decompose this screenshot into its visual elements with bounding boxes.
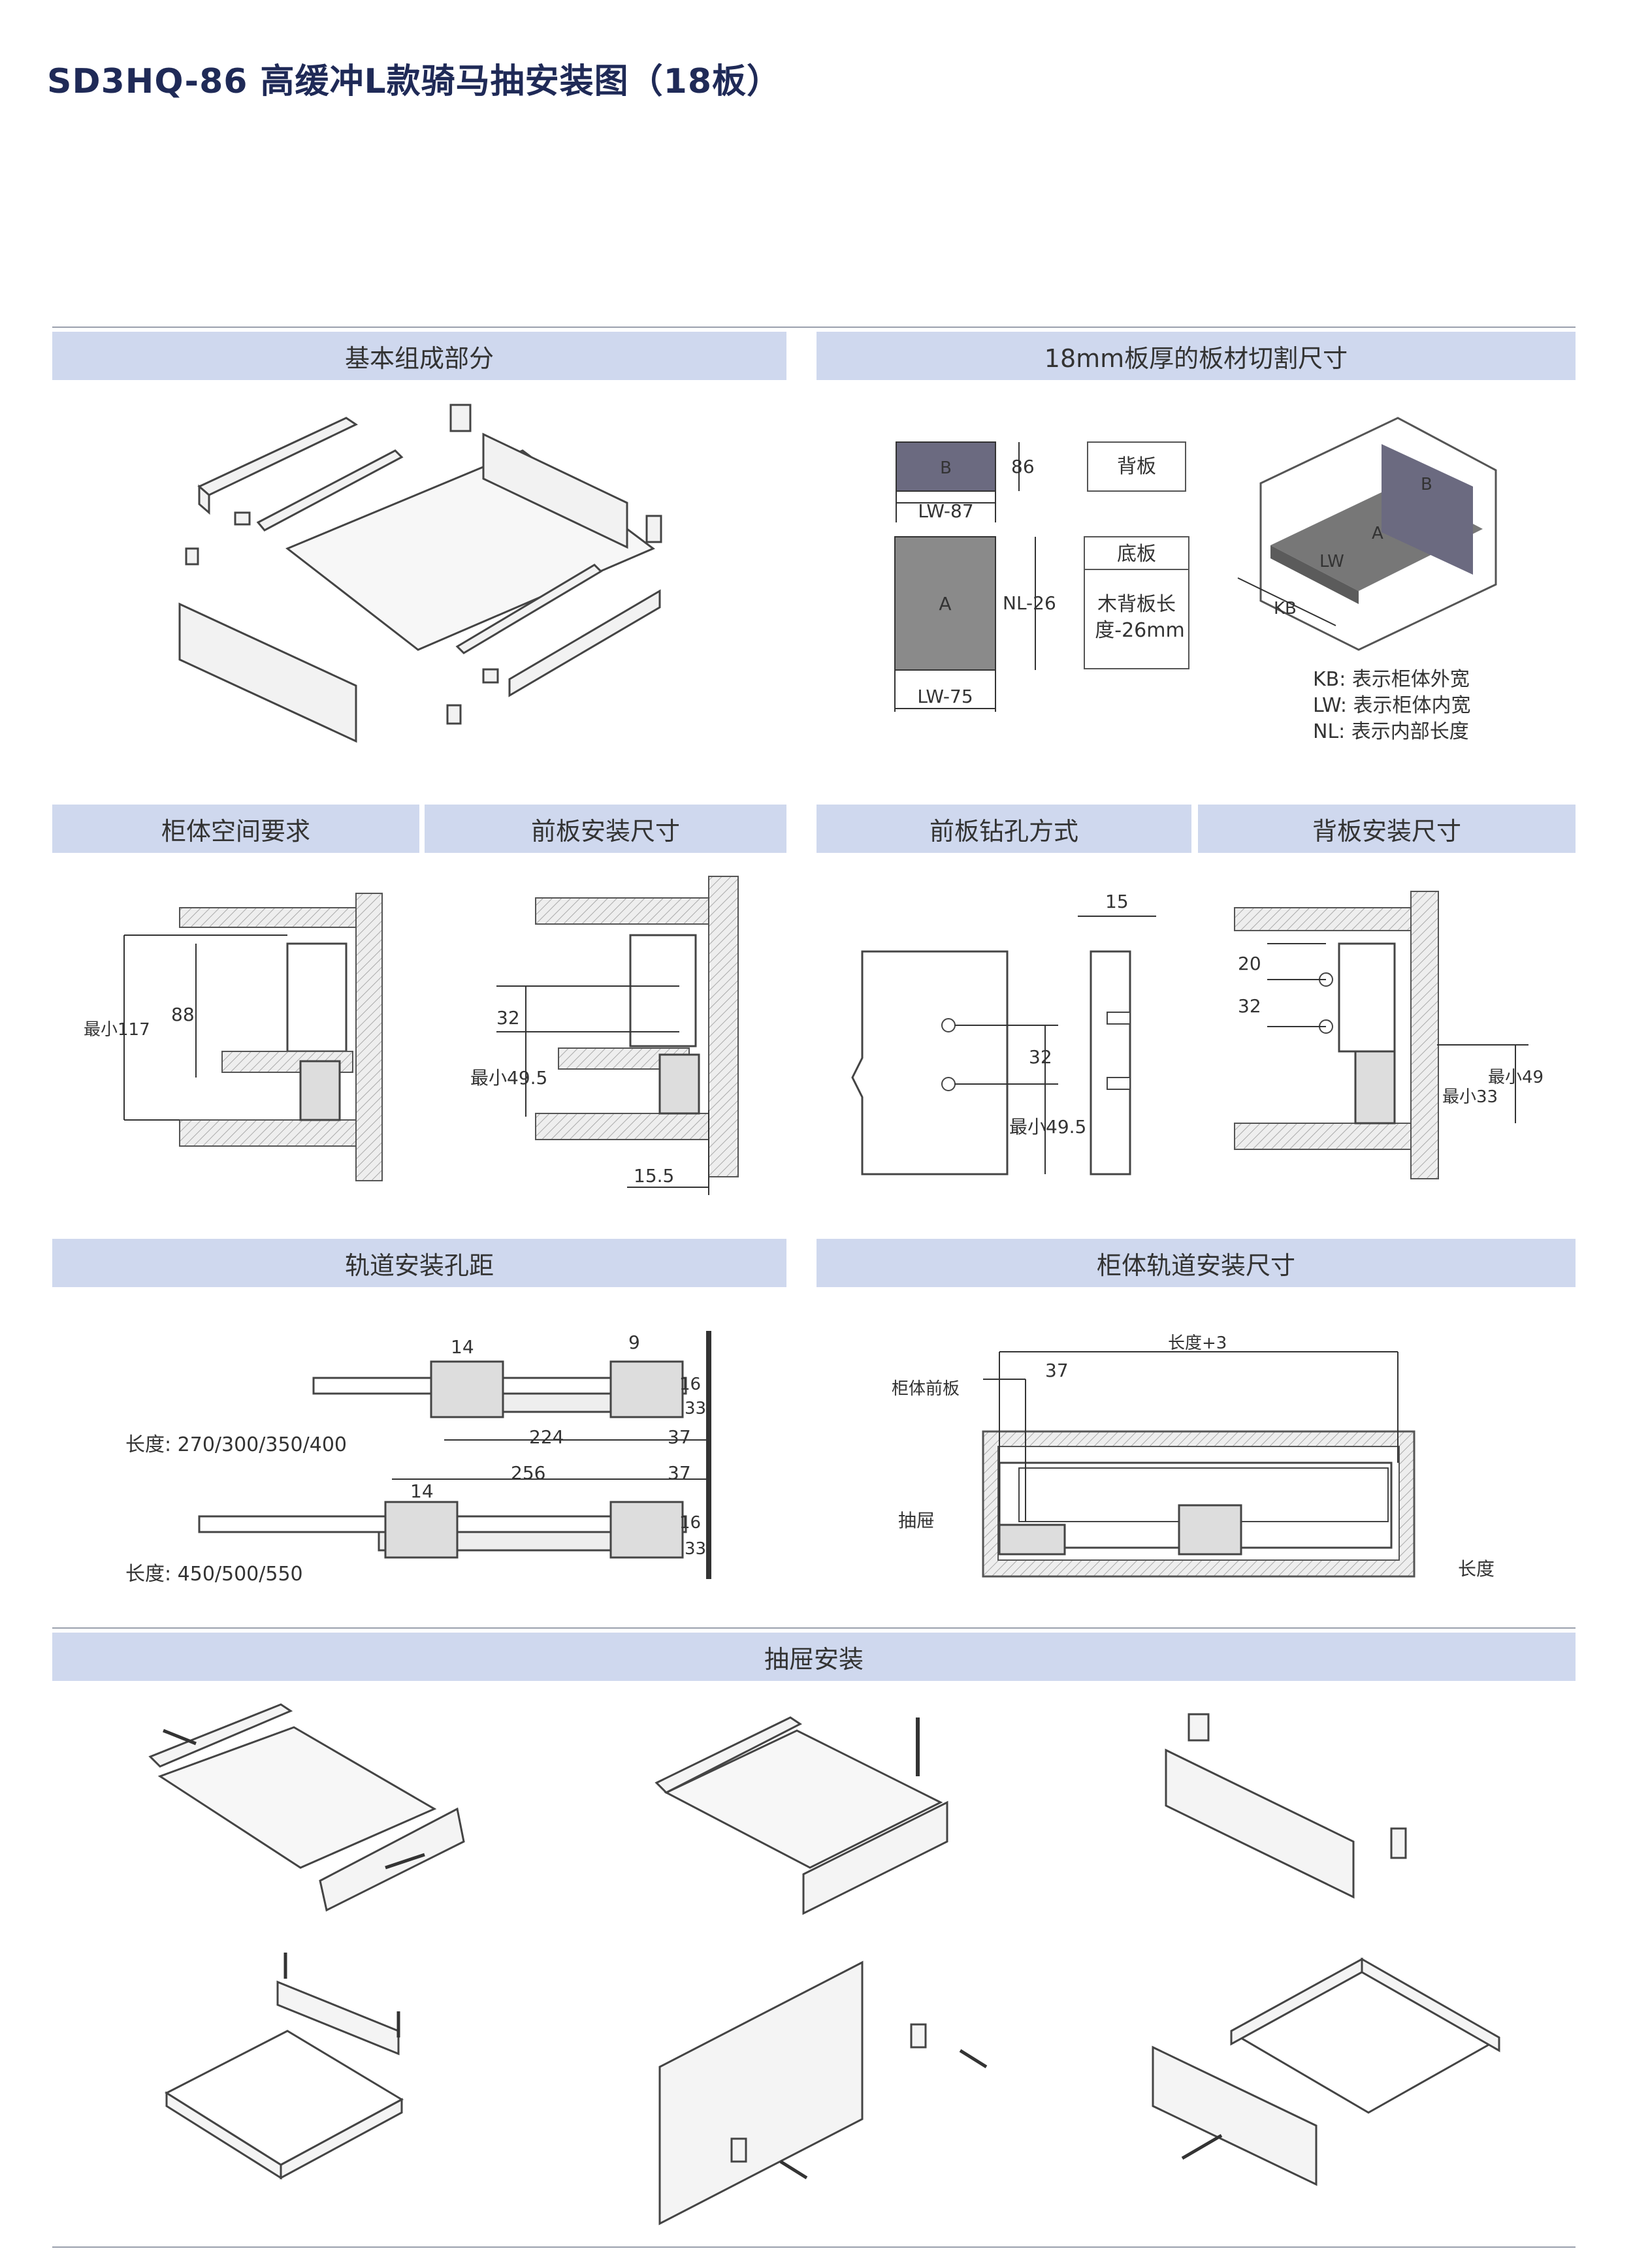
cab-37: 37 <box>1045 1360 1069 1381</box>
install-step-1 <box>148 1703 465 1912</box>
section-header-cabinet-rail: 柜体轨道安装尺寸 <box>816 1239 1576 1287</box>
panel-b-label: B <box>940 458 952 478</box>
top-divider <box>52 327 1576 328</box>
panel-b-height: 86 <box>1011 456 1035 477</box>
cab-front-panel: 柜体前板 <box>892 1379 960 1399</box>
front-size-gap: 32 <box>496 1007 520 1029</box>
section-header-front-size: 前板安装尺寸 <box>425 805 786 853</box>
front-drill-diagram: 32 最小49.5 15 <box>851 891 1156 1175</box>
rail-37b: 37 <box>668 1462 691 1484</box>
back-board-label: 背板 <box>1117 455 1156 478</box>
exploded-view <box>178 404 662 743</box>
rail-length-1: 长度: 270/300/350/400 <box>125 1433 347 1456</box>
rail-16b: 16 <box>679 1513 701 1533</box>
iso-lw: LW <box>1319 552 1344 571</box>
space-height: 88 <box>171 1004 195 1025</box>
space-min-height: 最小117 <box>84 1020 150 1040</box>
front-size-min: 最小49.5 <box>470 1067 547 1089</box>
page-title: SD3HQ-86 高缓冲L款骑马抽安装图（18板） <box>47 62 782 101</box>
cutting-panel-b: B LW-87 86 <box>896 441 1035 522</box>
cab-drawer: 抽屉 <box>898 1510 935 1531</box>
front-size-offset: 15.5 <box>634 1165 674 1187</box>
cutting-panel-a: A NL-26 LW-75 <box>894 536 1056 712</box>
rail-33b: 33 <box>685 1539 706 1559</box>
drill-min: 最小49.5 <box>1009 1116 1086 1138</box>
rail-37: 37 <box>668 1426 691 1448</box>
cutting-labels: 背板 底板 木背板长 度-26mm <box>1084 441 1189 669</box>
iso-a: A <box>1372 524 1383 543</box>
back-size-diagram: 20 32 最小49 最小33 <box>1234 891 1544 1179</box>
section-header-front-drill: 前板钻孔方式 <box>816 805 1191 853</box>
install-step-3 <box>1165 1713 1407 1899</box>
cab-length: 长度 <box>1458 1558 1495 1580</box>
front-size-diagram: 32 最小49.5 15.5 <box>470 876 739 1195</box>
install-step-5 <box>658 1960 988 2226</box>
section-header-back-size: 背板安装尺寸 <box>1198 805 1576 853</box>
iso-kb: KB <box>1274 599 1297 618</box>
cabinet-rail-diagram: 长度+3 37 柜体前板 抽屉 长度 <box>892 1334 1495 1580</box>
rail-holes-diagram: 224 37 14 9 16 33 长度: 270/300/350/400 25… <box>125 1331 711 1586</box>
install-step-6 <box>1152 1957 1500 2186</box>
back-min49: 最小49 <box>1488 1068 1544 1087</box>
panel-a-width: LW-75 <box>917 686 973 707</box>
drill-gap: 32 <box>1029 1046 1052 1068</box>
bottom-board-label: 底板 <box>1117 543 1156 566</box>
mid-divider <box>52 1627 1576 1629</box>
panel-a-label: A <box>939 593 951 615</box>
rail-length-2: 长度: 450/500/550 <box>125 1563 303 1586</box>
rail-9: 9 <box>628 1332 640 1353</box>
space-diagram: 最小117 88 <box>84 893 383 1181</box>
rail-256: 256 <box>511 1462 545 1484</box>
bottom-note-1: 木背板长 <box>1097 593 1176 616</box>
section-header-basic: 基本组成部分 <box>52 332 786 380</box>
back-gap: 32 <box>1238 995 1261 1017</box>
install-step-4 <box>164 1953 404 2180</box>
rail-14b: 14 <box>410 1480 434 1502</box>
back-min33: 最小33 <box>1442 1087 1498 1107</box>
legend-nl: NL: 表示内部长度 <box>1313 720 1469 743</box>
cab-length-plus: 长度+3 <box>1168 1334 1227 1353</box>
bottom-note-2: 度-26mm <box>1095 619 1184 642</box>
rail-224: 224 <box>529 1426 564 1448</box>
section-header-cutting: 18mm板厚的板材切割尺寸 <box>816 332 1576 380</box>
section-header-rail-holes: 轨道安装孔距 <box>52 1239 786 1287</box>
drill-thickness: 15 <box>1105 891 1129 912</box>
section-header-drawer-install: 抽屉安装 <box>52 1633 1576 1681</box>
panel-b-width: LW-87 <box>918 500 973 522</box>
rail-14: 14 <box>451 1336 474 1358</box>
rail-33: 33 <box>685 1399 706 1418</box>
cabinet-iso: LW A B KB KB: 表示柜体外宽 LW: 表示柜体内宽 NL: 表示内部… <box>1237 417 1497 743</box>
bottom-divider <box>52 2246 1576 2248</box>
back-top: 20 <box>1238 953 1261 974</box>
rail-16: 16 <box>679 1375 701 1394</box>
section-header-space: 柜体空间要求 <box>52 805 419 853</box>
legend-lw: LW: 表示柜体内宽 <box>1313 694 1471 717</box>
iso-b: B <box>1421 475 1432 494</box>
install-step-2 <box>655 1716 948 1915</box>
panel-a-height: NL-26 <box>1003 592 1056 614</box>
legend-kb: KB: 表示柜体外宽 <box>1313 668 1470 691</box>
